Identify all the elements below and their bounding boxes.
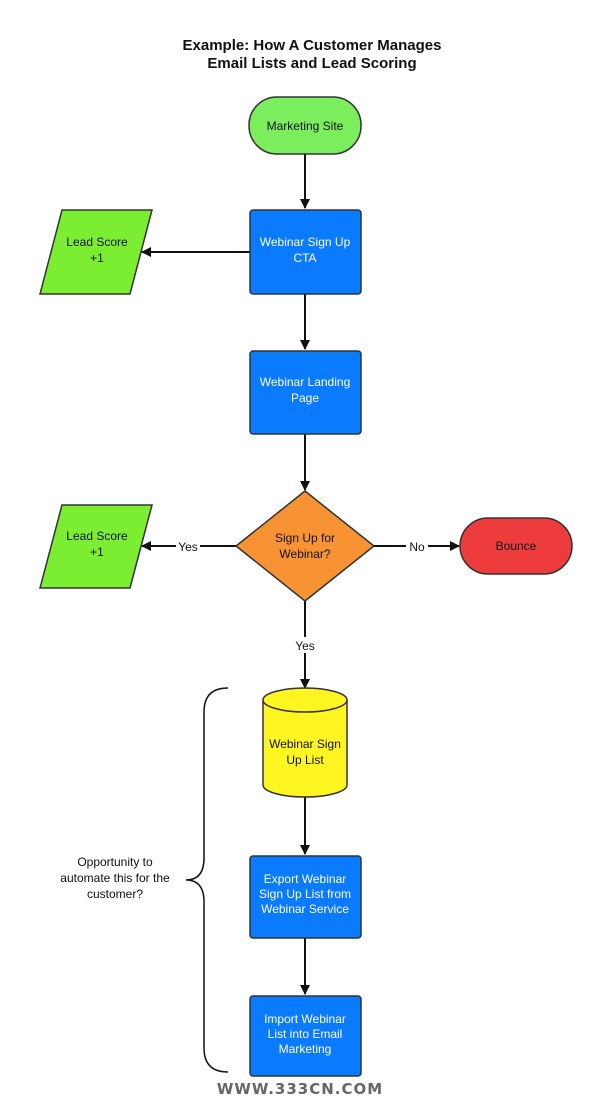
node-lead-score-top: Lead Score +1 — [39, 209, 153, 295]
watermark-text: WWW.333CN.COM — [217, 1080, 383, 1098]
diagram-title-line2: Email Lists and Lead Scoring — [207, 55, 416, 72]
node-webinar-landing-page: Webinar Landing Page — [249, 350, 362, 435]
node-export-list-label-2: Sign Up List from — [259, 887, 351, 901]
node-signup-decision-label-1: Sign Up for — [275, 531, 335, 545]
edge-label-no-right: No — [409, 540, 425, 554]
node-webinar-signup-list-label-2: Up List — [286, 753, 324, 767]
node-webinar-signup-list-label-1: Webinar Sign — [269, 737, 341, 751]
node-webinar-signup-cta-label-2: CTA — [293, 251, 316, 265]
node-lead-score-middle-label-2: +1 — [90, 545, 104, 559]
annotation-line3: customer? — [87, 887, 143, 901]
node-import-list-label-3: Marketing — [279, 1042, 332, 1056]
edge-label-yes-left: Yes — [178, 540, 198, 554]
node-lead-score-top-label-2: +1 — [90, 251, 104, 265]
node-export-list-label-1: Export Webinar — [264, 872, 346, 886]
node-import-list-label-1: Import Webinar — [264, 1012, 346, 1026]
node-marketing-site-label: Marketing Site — [267, 119, 344, 133]
node-lead-score-middle-label-1: Lead Score — [66, 529, 128, 543]
node-webinar-signup-cta-label-1: Webinar Sign Up — [260, 235, 351, 249]
node-webinar-landing-page-label-1: Webinar Landing — [260, 375, 351, 389]
node-signup-decision-label-2: Webinar? — [279, 547, 330, 561]
node-signup-decision: Sign Up for Webinar? — [234, 490, 376, 602]
node-import-list-label-2: List into Email — [268, 1027, 343, 1041]
node-export-list-label-3: Webinar Service — [261, 902, 349, 916]
edge-label-bg — [176, 538, 200, 554]
node-bounce-label: Bounce — [496, 539, 537, 553]
node-bounce: Bounce — [459, 517, 573, 575]
node-marketing-site: Marketing Site — [248, 96, 362, 155]
diagram-title-line1: Example: How A Customer Manages — [183, 37, 442, 54]
node-webinar-landing-page-label-2: Page — [291, 391, 319, 405]
annotation-line1: Opportunity to — [77, 855, 153, 869]
curly-brace — [185, 687, 229, 1073]
annotation-line2: automate this for the — [60, 871, 170, 885]
node-lead-score-middle: Lead Score +1 — [39, 504, 153, 589]
edge-label-bg — [293, 637, 317, 653]
edge-label-bg — [406, 538, 428, 554]
node-webinar-signup-cta: Webinar Sign Up CTA — [249, 209, 362, 295]
node-lead-score-top-label-1: Lead Score — [66, 235, 128, 249]
node-webinar-signup-list: Webinar Sign Up List — [262, 687, 348, 798]
edge-label-yes-down: Yes — [295, 639, 315, 653]
node-import-list: Import Webinar List into Email Marketing — [249, 995, 362, 1077]
node-export-list: Export Webinar Sign Up List from Webinar… — [249, 855, 362, 939]
